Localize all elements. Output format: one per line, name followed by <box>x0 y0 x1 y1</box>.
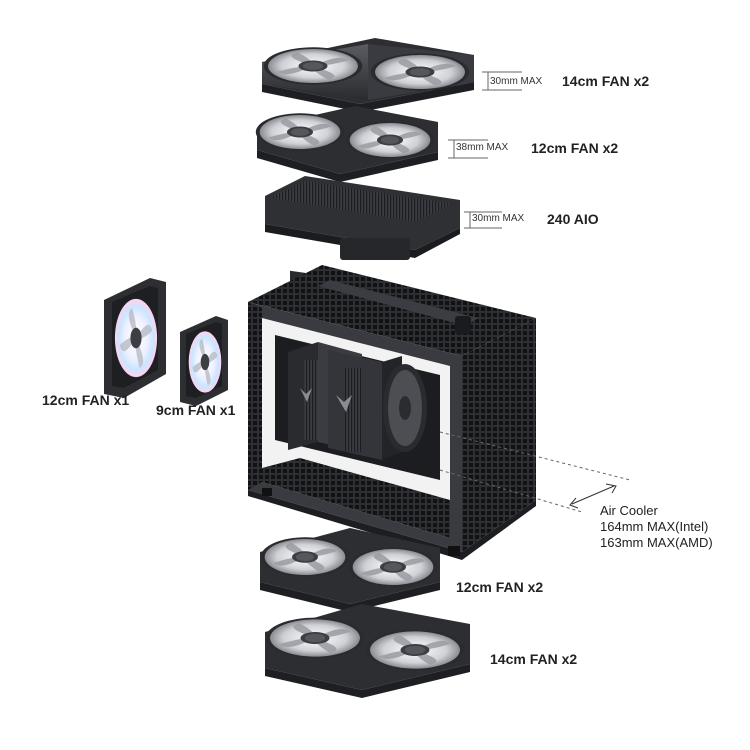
bottom-12cm-fans <box>253 528 445 612</box>
side-fan-small-label: 9cm FAN x1 <box>156 402 236 418</box>
bottom-14cm-fans <box>257 604 473 698</box>
side-9cm-fan <box>180 316 228 406</box>
air-cooler-title: Air Cooler <box>600 503 658 518</box>
top-fan-clearance-label: 30mm MAX <box>490 76 543 87</box>
bottom-fan-lower-label: 14cm FAN x2 <box>490 651 578 667</box>
second-12cm-fans <box>248 106 442 182</box>
pc-chassis <box>248 265 536 560</box>
air-cooler-intel: 164mm MAX(Intel) <box>600 519 709 534</box>
air-cooler-amd: 163mm MAX(AMD) <box>600 535 713 550</box>
second-fan-label: 12cm FAN x2 <box>531 140 619 156</box>
top-14cm-fans <box>255 38 478 112</box>
aio-radiator <box>265 176 460 293</box>
aio-label: 240 AIO <box>547 211 599 227</box>
air-cooler-spec: Air Cooler 164mm MAX(Intel) 163mm MAX(AM… <box>600 503 713 551</box>
aio-clearance-label: 30mm MAX <box>472 213 525 224</box>
bottom-fan-upper-label: 12cm FAN x2 <box>456 579 544 595</box>
side-fan-large-label: 12cm FAN x1 <box>42 392 130 408</box>
second-fan-clearance-label: 38mm MAX <box>456 142 509 153</box>
tower-air-cooler <box>288 342 427 460</box>
dimension-markers <box>439 71 631 513</box>
top-fan-label: 14cm FAN x2 <box>562 73 650 89</box>
side-12cm-fan <box>104 278 166 398</box>
